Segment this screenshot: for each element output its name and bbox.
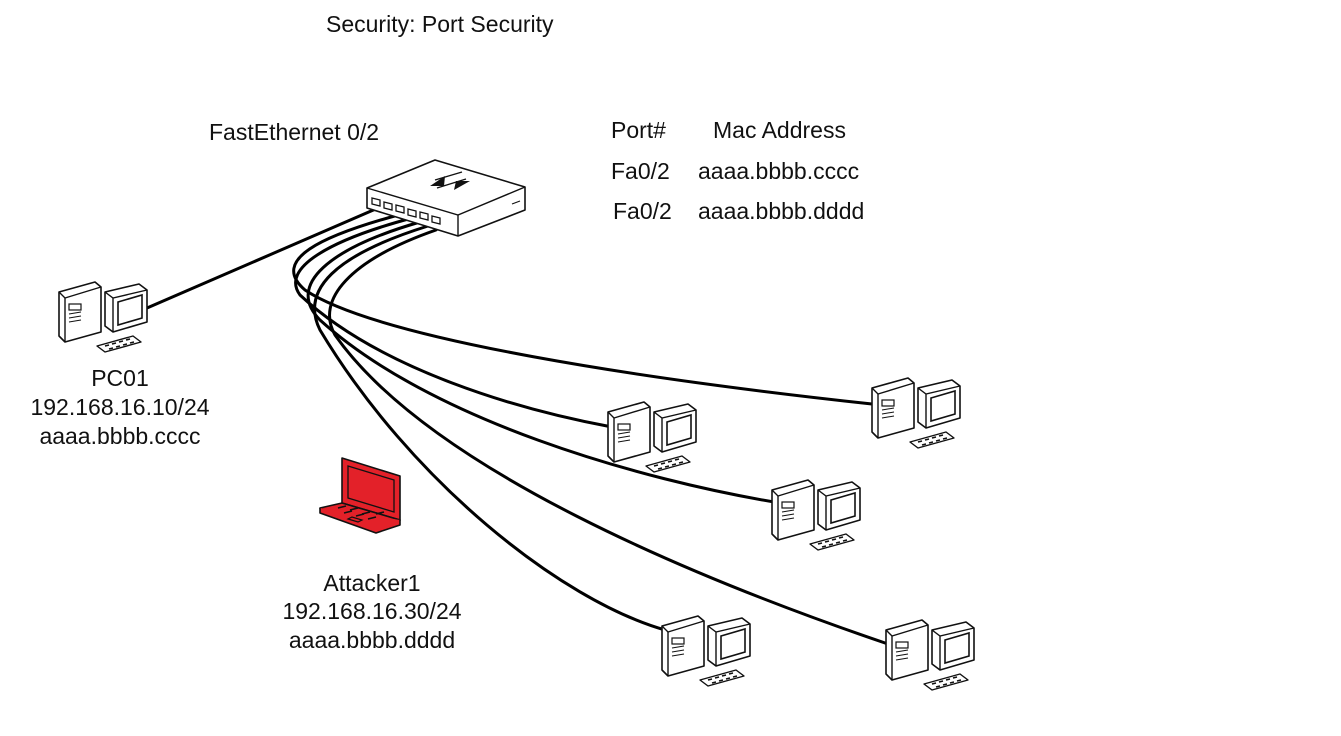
- cable-pc01: [145, 206, 380, 310]
- attacker-name: Attacker1: [323, 570, 421, 596]
- desktop-computer-icon-center-right: [771, 479, 861, 551]
- pc01-name: PC01: [91, 365, 149, 391]
- cable-bottom-center-pc: [313, 224, 667, 632]
- cable-group: [145, 206, 890, 646]
- desktop-computer-icon-middle: [607, 401, 697, 473]
- desktop-computer-icon-bottom-right: [885, 619, 975, 691]
- pc01-mac: aaaa.bbbb.cccc: [39, 423, 201, 449]
- switch-port-label: FastEthernet 0/2: [209, 119, 380, 145]
- attacker-ip: 192.168.16.30/24: [282, 598, 462, 624]
- diagram-title: Security: Port Security: [326, 11, 554, 37]
- mac-table-row-2-mac: aaaa.bbbb.dddd: [698, 198, 865, 224]
- mac-table-row-1-mac: aaaa.bbbb.cccc: [698, 158, 860, 184]
- cable-bottom-right-pc: [328, 228, 890, 646]
- mac-table-header-mac: Mac Address: [713, 117, 846, 143]
- cable-center-right-pc: [306, 220, 782, 505]
- desktop-computer-icon-pc01: [58, 281, 148, 353]
- desktop-computer-icon-bottom-center: [661, 615, 751, 687]
- laptop-icon: [319, 457, 401, 534]
- mac-table-header-port: Port#: [611, 117, 666, 143]
- attacker-mac: aaaa.bbbb.dddd: [288, 627, 456, 653]
- desktop-computer-icon-far-right: [871, 377, 961, 449]
- network-switch-icon: [366, 159, 526, 237]
- mac-table-row-2-port: Fa0/2: [613, 198, 672, 224]
- mac-table-row-1-port: Fa0/2: [611, 158, 670, 184]
- pc01-ip: 192.168.16.10/24: [30, 394, 210, 420]
- cable-far-right-pc: [292, 212, 874, 406]
- cable-middle-pc: [294, 216, 614, 429]
